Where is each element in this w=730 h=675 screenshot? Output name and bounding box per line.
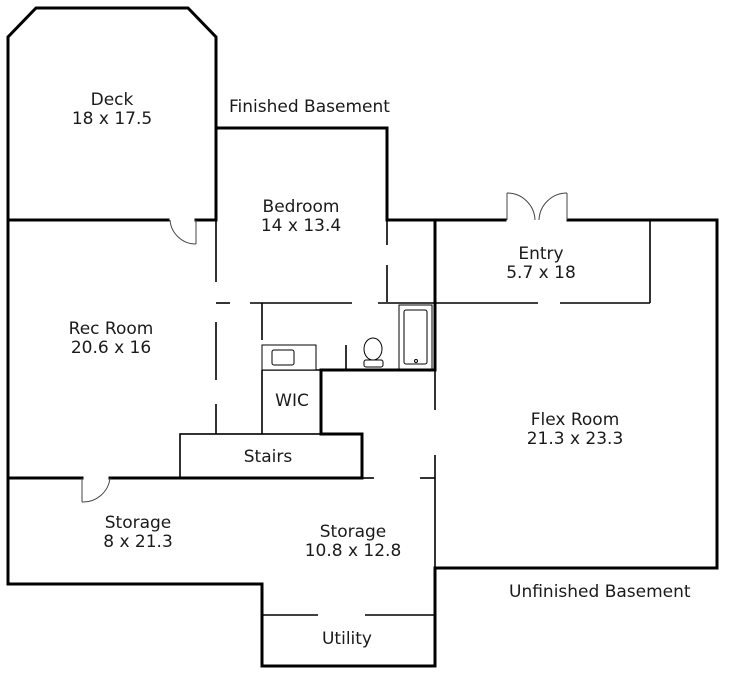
sink-icon (271, 349, 295, 366)
flex-room-size: 21.3 x 23.3 (527, 429, 624, 449)
entry-name: Entry (518, 244, 563, 264)
toilet-icon (363, 337, 383, 361)
deck-wall (6, 6, 218, 222)
stairs-name: Stairs (244, 447, 293, 467)
bedroom-outer-wall (214, 126, 507, 222)
bedroom-size: 14 x 13.4 (261, 216, 341, 236)
flex-room-outer-wall (6, 218, 719, 668)
entry-door-right-swing (538, 192, 568, 221)
deck-size: 18 x 17.5 (72, 109, 152, 129)
shower-inner (403, 309, 428, 365)
stairs-outline (179, 433, 363, 479)
toilet-tank (363, 359, 384, 368)
storage-center-size: 10.8 x 12.8 (305, 541, 402, 561)
storage-left-name: Storage (105, 513, 172, 533)
flex-room-name: Flex Room (531, 410, 620, 430)
unfinished-basement-label: Unfinished Basement (509, 582, 691, 602)
entry-door-left-swing (506, 192, 536, 221)
finished-basement-label: Finished Basement (229, 97, 390, 117)
entry-size: 5.7 x 18 (506, 263, 576, 283)
rec-room-name: Rec Room (69, 319, 154, 339)
wic-name: WIC (275, 391, 309, 411)
utility-name: Utility (322, 629, 372, 649)
storage-center-name: Storage (320, 522, 387, 542)
shower-drain (414, 359, 418, 363)
deck-door-swing (169, 219, 197, 245)
storage-door-swing (81, 477, 111, 503)
bedroom-name: Bedroom (263, 197, 340, 217)
deck-name: Deck (91, 90, 134, 110)
storage-left-size: 8 x 21.3 (103, 532, 173, 552)
rec-room-size: 20.6 x 16 (71, 338, 151, 358)
